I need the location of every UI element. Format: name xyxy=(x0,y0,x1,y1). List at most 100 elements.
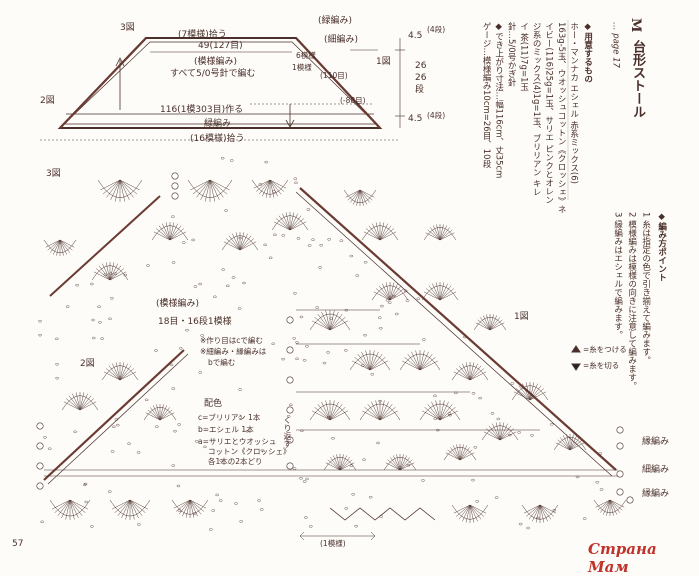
schematic-label-2zu: 2図 xyxy=(40,96,55,106)
pineapple-motif xyxy=(371,282,409,301)
materials-line: ◆でき上がり寸法…幅116cm、丈35cm xyxy=(493,22,504,179)
chain-stitch xyxy=(599,488,604,491)
chain-stitch xyxy=(463,335,467,339)
chain-stitch xyxy=(258,183,263,186)
chain-stitch xyxy=(379,515,384,518)
chain-stitch xyxy=(178,347,183,350)
chain-stitch xyxy=(263,243,267,247)
row-marker xyxy=(616,488,624,496)
color-a-line-1: a=サリエとウオッシュ xyxy=(198,437,277,446)
color-a-line-2: コットン《クロッシェ》 xyxy=(208,447,291,456)
chain-stitch xyxy=(221,268,225,271)
chain-stitch xyxy=(305,477,309,481)
watermark-text: Страна Мам xyxy=(588,540,657,576)
chain-stitch xyxy=(378,327,383,330)
pineapple-motif xyxy=(443,444,477,461)
row-marker xyxy=(616,426,624,434)
chain-stitch xyxy=(123,273,128,277)
chain-stitch xyxy=(299,477,303,480)
chart-pattern-count: 18目・16段1模様 xyxy=(158,317,232,327)
chain-stitch xyxy=(360,364,365,367)
chain-stitch xyxy=(137,523,141,526)
chain-stitch xyxy=(55,363,59,366)
chain-stitch xyxy=(268,256,273,260)
schematic-top-width: (7模様)拾う xyxy=(178,30,227,40)
row-marker xyxy=(286,376,294,384)
pineapple-motif xyxy=(511,382,549,401)
chart-label-1zu: 1図 xyxy=(514,312,529,322)
chain-stitch xyxy=(490,412,495,415)
chain-stitch xyxy=(339,239,344,242)
chain-stitch xyxy=(552,509,557,512)
chain-stitch xyxy=(224,209,228,212)
dim-4-5-bottom: 4.5 xyxy=(408,114,423,124)
chain-stitch xyxy=(471,478,475,482)
chain-stitch xyxy=(305,345,309,348)
row-marker xyxy=(286,462,294,470)
chain-stitch xyxy=(182,241,186,244)
chain-stitch xyxy=(234,502,238,505)
chain-stitch xyxy=(471,392,476,395)
chain-stitch xyxy=(229,159,234,162)
chain-stitch xyxy=(322,361,327,365)
chain-stitch xyxy=(162,298,167,301)
row-marker xyxy=(286,436,294,444)
chain-stitch xyxy=(281,234,286,237)
schematic-top-cm: 49(127目) xyxy=(198,41,243,51)
chain-stitch xyxy=(494,496,499,499)
schematic-body-note: すべて5/0号針で編む xyxy=(170,69,256,79)
chain-stitch xyxy=(200,334,204,337)
chain-stitch xyxy=(311,238,315,241)
chain-stitch xyxy=(155,425,159,428)
chain-stitch xyxy=(259,508,264,511)
chain-stitch xyxy=(292,337,296,340)
chain-stitch xyxy=(82,483,87,487)
chain-stitch xyxy=(43,436,47,439)
chain-stitch xyxy=(144,398,149,402)
chain-stitch xyxy=(273,233,277,237)
chain-stitch xyxy=(225,284,230,288)
chain-stitch xyxy=(198,282,202,286)
chain-stitch xyxy=(368,495,373,499)
chain-stitch xyxy=(582,517,587,520)
chain-stitch xyxy=(304,516,308,519)
chain-stitch xyxy=(100,337,104,340)
chain-stitch xyxy=(97,305,101,308)
pineapple-motif xyxy=(309,310,351,331)
chain-stitch xyxy=(296,237,301,240)
points-heading: ◆編み方ポイント xyxy=(656,212,667,282)
crochet-stitch-motifs xyxy=(43,179,627,523)
pineapple-motif xyxy=(251,179,289,198)
chain-stitch xyxy=(292,467,297,470)
chain-stitch xyxy=(550,423,554,426)
chain-stitch xyxy=(84,500,88,504)
chain-stitch xyxy=(108,317,112,321)
chain-stitch xyxy=(271,342,275,345)
chain-stitch xyxy=(146,264,150,267)
chain-stitch xyxy=(433,417,438,420)
cut-yarn-icon xyxy=(571,363,581,371)
dim-rows-unit: 段 xyxy=(415,85,425,95)
chain-stitch xyxy=(331,437,335,440)
pineapple-motif xyxy=(399,350,441,371)
color-a-line-3: 各1本の2本どり xyxy=(208,457,263,466)
pineapple-motif xyxy=(43,239,77,256)
chain-stitch xyxy=(90,525,94,528)
chain-stitch xyxy=(433,394,437,398)
pineapple-motif xyxy=(521,504,559,523)
chain-stitch xyxy=(363,261,368,264)
pattern-badge: M xyxy=(628,18,643,33)
chain-stitch xyxy=(306,208,311,211)
materials-line: ホー・マンナカ エシェル 赤系ミックス(6) xyxy=(568,22,579,184)
chain-stitch xyxy=(329,317,334,320)
chain-stitch xyxy=(103,273,108,276)
pineapple-motif xyxy=(91,262,129,281)
chain-stitch xyxy=(136,451,141,454)
color-c-line: c=ブリリアン 1本 xyxy=(198,413,261,422)
chain-stitch xyxy=(98,321,102,324)
chain-stitch xyxy=(203,445,207,449)
chain-stitch xyxy=(422,338,426,341)
row-marker xyxy=(171,172,179,180)
chain-stitch xyxy=(344,308,349,312)
materials-line: イ 茶(11)7g=1玉 xyxy=(518,22,529,91)
